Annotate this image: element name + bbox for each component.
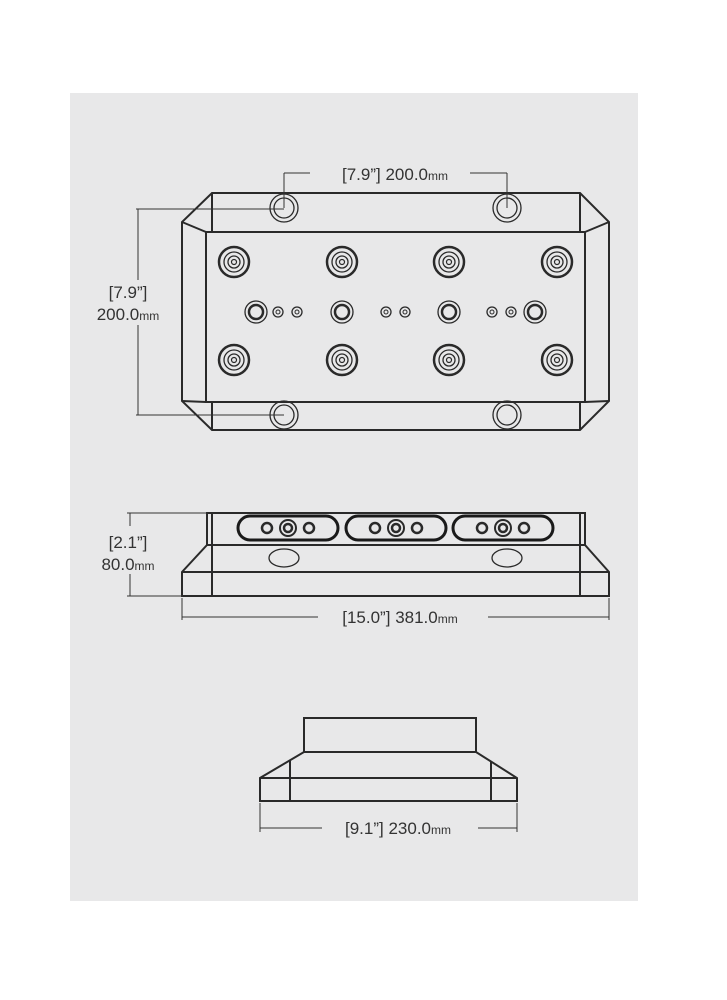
svg-text:[2.1”]: [2.1”] (109, 533, 148, 552)
drawing-panel (70, 93, 638, 901)
bolt-hole (244, 300, 268, 324)
counterbore-hole (432, 245, 466, 279)
mounting-hole (492, 400, 522, 430)
slot-pin (302, 521, 316, 535)
counterbore-hole (540, 245, 574, 279)
slot-pin (517, 521, 531, 535)
adjustment-slot (451, 514, 555, 542)
svg-text:[7.9”]: [7.9”] (109, 283, 148, 302)
slot-bolt (387, 519, 405, 537)
adjustment-slot (344, 514, 448, 542)
counterbore-hole (217, 245, 251, 279)
slot-bolt (279, 519, 297, 537)
dimension-side-length: [15.0”] 381.0mm (181, 598, 610, 627)
svg-text:80.0mm: 80.0mm (101, 555, 154, 574)
slot-bolt (494, 519, 512, 537)
counterbore-hole (217, 343, 251, 377)
small-hole (380, 306, 392, 318)
end-view (259, 717, 518, 802)
svg-text:[7.9”] 200.0mm: [7.9”] 200.0mm (342, 165, 448, 184)
small-hole (505, 306, 517, 318)
slot-pin (260, 521, 274, 535)
bolt-hole (330, 300, 354, 324)
small-hole (272, 306, 284, 318)
dimension-top-width: [7.9”] 200.0mm (283, 165, 508, 208)
side-view (181, 512, 610, 597)
dimension-end-width: [9.1”] 230.0mm (259, 803, 518, 838)
small-hole (399, 306, 411, 318)
counterbore-hole (325, 245, 359, 279)
dimension-top-height: [7.9”] 200.0mm (97, 208, 284, 416)
slot-pin (410, 521, 424, 535)
svg-text:200.0mm: 200.0mm (97, 305, 160, 324)
counterbore-hole (540, 343, 574, 377)
slot-pin (368, 521, 382, 535)
svg-text:[15.0”] 381.0mm: [15.0”] 381.0mm (342, 608, 457, 627)
small-hole (291, 306, 303, 318)
slot-pin (475, 521, 489, 535)
adjustment-slot (236, 514, 340, 542)
small-hole (486, 306, 498, 318)
counterbore-hole (325, 343, 359, 377)
svg-text:[9.1”] 230.0mm: [9.1”] 230.0mm (345, 819, 451, 838)
bolt-hole (437, 300, 461, 324)
bolt-hole (523, 300, 547, 324)
counterbore-hole (432, 343, 466, 377)
dimension-side-height: [2.1”] 80.0mm (101, 512, 207, 597)
